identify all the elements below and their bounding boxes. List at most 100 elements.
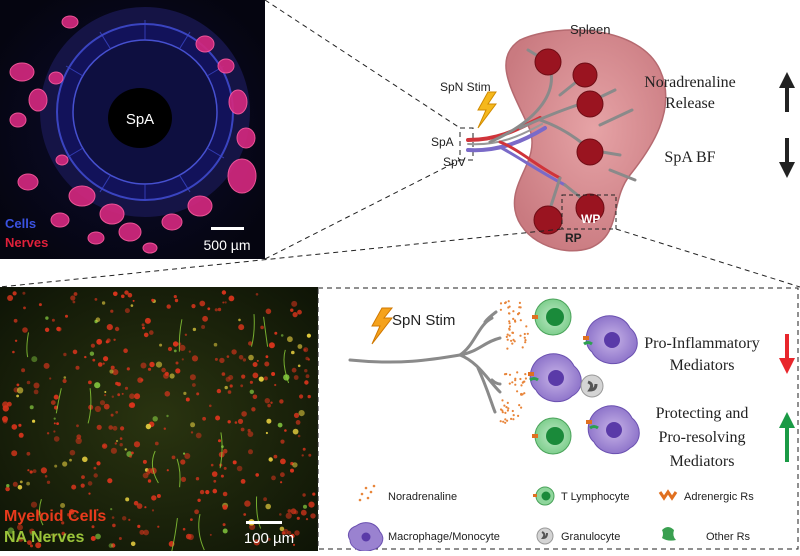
noradrenaline-dot	[508, 320, 511, 323]
micrograph-cell-dot	[214, 308, 218, 312]
t-lymphocyte-cell	[532, 298, 572, 336]
micrograph-cell-dot	[227, 390, 232, 394]
micrograph-cell-dot	[143, 332, 149, 338]
micrograph-cell-dot	[167, 346, 173, 352]
rp-label: RP	[565, 231, 582, 245]
micrograph-cell-dot	[17, 485, 23, 490]
micrograph-cell-dot	[199, 489, 205, 495]
micrograph-cell-dot	[155, 361, 163, 368]
micrograph-cell-dot	[252, 372, 259, 379]
micrograph-cell-dot	[108, 543, 114, 548]
micrograph-nerve-fiber	[178, 319, 183, 352]
noradrenaline-dot	[521, 346, 524, 349]
noradrenaline-dot	[525, 325, 528, 328]
micrograph-cell-dot	[22, 327, 28, 333]
micrograph-cell-dot	[296, 516, 300, 520]
micrograph-cell-dot	[181, 358, 184, 361]
micrograph-cell-dot	[226, 355, 230, 358]
micrograph-cell-dot	[216, 388, 222, 394]
micrograph-cell-dot	[93, 466, 97, 470]
micrograph-cell-dot	[40, 467, 48, 474]
micrograph-cell-dot	[120, 426, 125, 431]
micrograph-cell-dot	[231, 349, 237, 355]
micrograph-cell-dot	[213, 479, 217, 483]
micrograph-cell-dot	[44, 475, 48, 478]
micrograph-cell-dot	[102, 362, 105, 365]
micrograph-cell-dot	[179, 344, 186, 351]
micrograph-cell-dot	[310, 513, 316, 519]
micrograph-cell-dot	[303, 347, 309, 353]
micrograph-cell-dot	[53, 430, 56, 433]
micrograph-cell-dot	[63, 352, 67, 357]
micrograph-cell-dot	[18, 432, 24, 438]
micrograph-cell-dot	[141, 323, 145, 327]
micrograph-cell-dot	[29, 470, 33, 474]
micrograph-cell-dot	[128, 518, 131, 522]
micrograph-cell-dot	[274, 331, 278, 335]
micrograph-cell-dot	[295, 420, 301, 425]
micrograph-cell-dot	[238, 324, 245, 331]
micrograph-cell-dot	[297, 309, 302, 315]
micrograph-cell-dot	[17, 524, 23, 531]
micrograph-cell-dot	[124, 386, 129, 390]
micrograph-cell-dot	[68, 509, 75, 515]
micrograph-cell-dot	[72, 349, 78, 355]
micrograph-cell-dot	[248, 354, 254, 361]
micrograph-cell-dot	[190, 422, 196, 428]
micrograph-cell-dot	[242, 358, 247, 362]
noradrenaline-dot	[511, 381, 514, 384]
micrograph-cell-dot	[111, 516, 115, 519]
micrograph-cell-dot	[192, 327, 197, 332]
micrograph-cell-dot	[264, 398, 270, 404]
micrograph-cell-dot	[70, 295, 76, 301]
noradrenaline-dot	[505, 372, 508, 376]
noradrenaline-dot	[506, 419, 509, 422]
micrograph-cell-dot	[129, 455, 132, 458]
stim-label-top: SpN Stim	[440, 80, 491, 94]
micrograph-cell-dot	[197, 498, 201, 502]
noradrenaline-dot	[508, 373, 512, 376]
micrograph-cell-dot	[255, 473, 259, 477]
micrograph-cell-dot	[112, 425, 118, 431]
micrograph-cell-dot	[62, 378, 67, 384]
micrograph-cell-dot	[188, 350, 191, 353]
noradrenaline-dot	[505, 406, 508, 409]
noradrenaline-dot	[519, 377, 522, 381]
micrograph-cell-dot	[140, 362, 147, 369]
micrograph-cell-dot	[292, 428, 299, 435]
micrograph-cell-dot	[16, 387, 24, 394]
noradrenaline-dot	[524, 373, 527, 376]
micrograph-cell-dot	[207, 307, 211, 311]
micrograph-cell-dot	[280, 472, 285, 478]
micrograph-cell-dot	[268, 342, 275, 349]
micrograph-cell-dot	[172, 341, 179, 347]
micrograph-cell-dot	[96, 508, 99, 511]
wp-label: WP	[581, 212, 600, 226]
noradrenaline-dot	[507, 407, 510, 410]
micrograph-cell-dot	[218, 439, 221, 443]
micrograph-cell-dot	[166, 469, 169, 472]
noradrenaline-dot	[511, 331, 515, 334]
micrograph-cell-dot	[43, 362, 50, 369]
micrograph-cell-dot	[293, 412, 300, 418]
micrograph-cell-dot	[108, 425, 113, 430]
micrograph-cell-dot	[144, 317, 151, 324]
micrograph-cell-dot	[89, 351, 95, 356]
micrograph-spleen	[0, 287, 318, 552]
pro-inflammatory-line1: Pro-Inflammatory	[644, 335, 760, 352]
legend-adrenergic-rs: Adrenergic Rs	[684, 491, 754, 503]
micrograph-cell-dot	[260, 325, 264, 330]
micrograph-cell-dot	[145, 423, 152, 430]
micrograph-cell-dot	[139, 529, 145, 535]
noradrenaline-dot	[503, 404, 506, 407]
micrograph-cell-dot	[2, 418, 8, 424]
legend-macrophage: Macrophage/Monocyte	[388, 531, 500, 543]
legend-na-nerves: NA Nerves	[4, 529, 84, 546]
micrograph-cell-dot	[267, 403, 271, 408]
micrograph-cell-dot	[93, 473, 98, 478]
micrograph-cell-dot	[146, 471, 151, 475]
micrograph-cell-dot	[163, 427, 166, 430]
micrograph-cell-dot	[266, 418, 272, 424]
noradrenaline-dot	[514, 379, 517, 382]
micrograph-cell-dot	[237, 418, 244, 424]
